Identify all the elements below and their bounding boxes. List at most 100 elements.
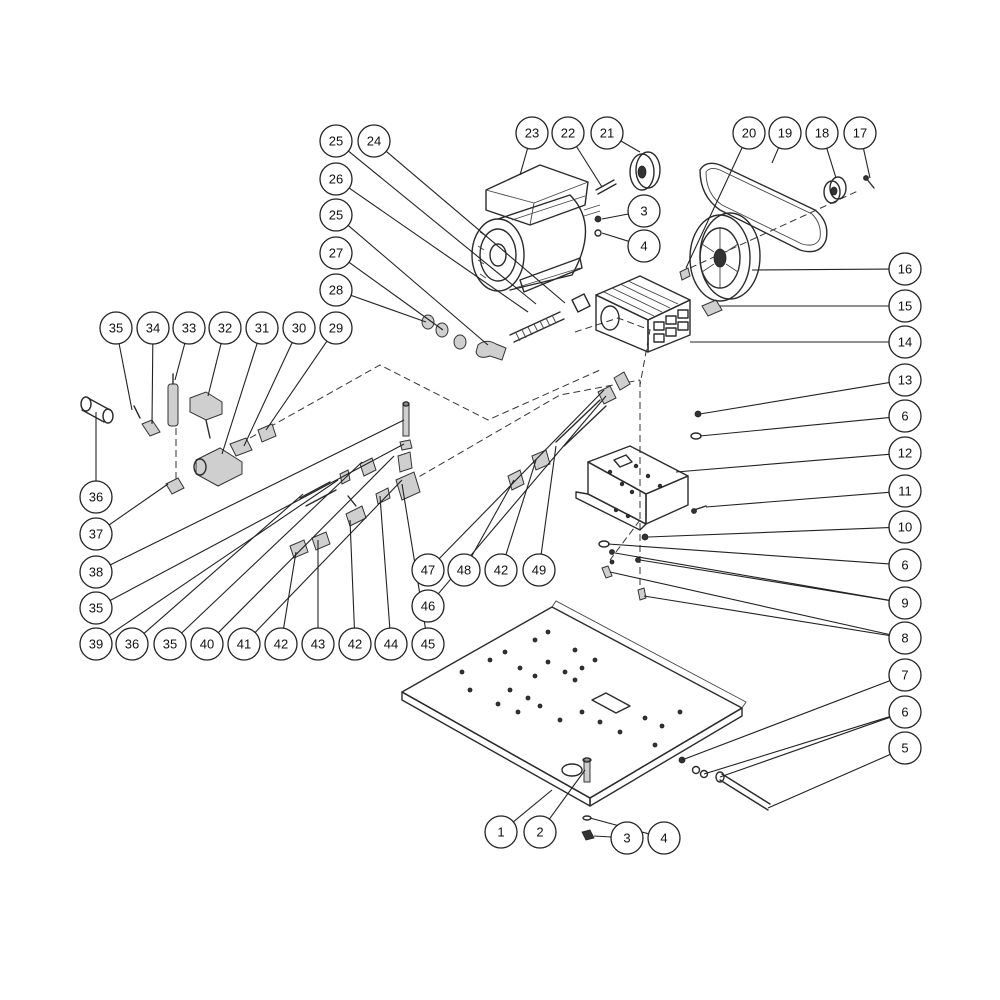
leader-line [826,148,837,179]
callout-number: 21 [600,126,614,141]
callout-circle [805,116,839,150]
callout-48: 48 [447,553,481,587]
unloader-assembly [80,373,277,495]
leader-line [221,343,258,455]
callout-number: 26 [329,172,343,187]
callout-4: 4 [627,229,661,263]
callout-circle [264,627,298,661]
callout-number: 31 [255,321,269,336]
leader-line [108,479,339,636]
leader-line [385,150,566,304]
leader-line [108,483,169,526]
callout-circle [888,474,922,508]
callout-circle [319,124,353,158]
callout-circle [732,116,766,150]
callout-6: 6 [888,695,922,729]
callout-number: 28 [329,283,343,298]
callout-circle [338,627,372,661]
callout-circle [301,627,335,661]
callout-number: 38 [89,565,103,580]
callout-circle [79,591,113,625]
base-hardware [581,756,771,841]
leader-line [862,148,871,179]
leader-line [283,551,297,629]
callout-36: 36 [115,627,149,661]
callout-number: 2 [536,825,543,840]
callout-2: 2 [523,815,557,849]
callout-49: 49 [522,553,556,587]
callout-circle [411,589,445,623]
callout-circle [153,627,187,661]
callout-number: 4 [660,831,667,846]
callout-37: 37 [79,517,113,551]
pressure-pump [571,275,691,353]
leader-line [685,147,743,269]
callout-number: 9 [901,596,908,611]
callout-number: 6 [901,705,908,720]
callout-41: 41 [227,627,261,661]
callout-number: 43 [311,637,325,652]
hose-fittings-group [289,401,421,559]
leader-line [705,491,890,508]
callout-number: 46 [421,599,435,614]
set-screw [863,175,875,189]
callout-13: 13 [888,363,922,397]
callout-45: 45 [411,627,445,661]
base-plate [401,600,747,807]
callout-number: 35 [89,601,103,616]
callout-number: 3 [623,831,630,846]
callout-circle [319,311,353,345]
leader-line [471,479,515,557]
leader-line [519,148,529,176]
leader-line [181,461,363,634]
callout-circle [374,627,408,661]
leader-line [675,453,890,473]
callout-circle [590,116,624,150]
callout-35: 35 [153,627,187,661]
callout-number: 20 [742,126,756,141]
callout-circle [522,553,556,587]
spring-hose [509,311,565,343]
callout-circle [115,627,149,661]
callout-circle [79,480,113,514]
callout-42: 42 [484,553,518,587]
callout-number: 47 [421,563,435,578]
callout-circle [523,815,557,849]
callout-35: 35 [99,311,133,345]
callout-number: 25 [329,208,343,223]
leader-line [438,389,605,559]
leader-line [254,479,403,633]
leader-line [614,552,890,601]
callout-circle [79,517,113,551]
pump-pulley [689,212,761,302]
elbow-fitting [475,340,507,361]
callout-circle [888,399,922,433]
callout-number: 34 [146,321,160,336]
callout-26: 26 [319,162,353,196]
callout-number: 1 [497,825,504,840]
electric-motor [471,164,601,293]
leader-line [703,716,890,775]
callout-16: 16 [888,252,922,286]
callout-43: 43 [301,627,335,661]
callout-number: 13 [898,373,912,388]
leader-line [607,543,890,565]
callout-circle [319,198,353,232]
callout-31: 31 [245,311,279,345]
callout-circle [888,289,922,323]
leader-line [601,213,629,220]
leader-line [643,595,890,637]
callout-number: 40 [200,637,214,652]
callout-number: 35 [163,637,177,652]
callout-number: 27 [329,246,343,261]
callout-circle [888,695,922,729]
callout-number: 18 [815,126,829,141]
leader-line [505,459,537,555]
callout-circle [888,436,922,470]
leader-line [348,150,537,305]
callout-circle [245,311,279,345]
leader-line [207,343,222,397]
leader-line [265,340,328,431]
